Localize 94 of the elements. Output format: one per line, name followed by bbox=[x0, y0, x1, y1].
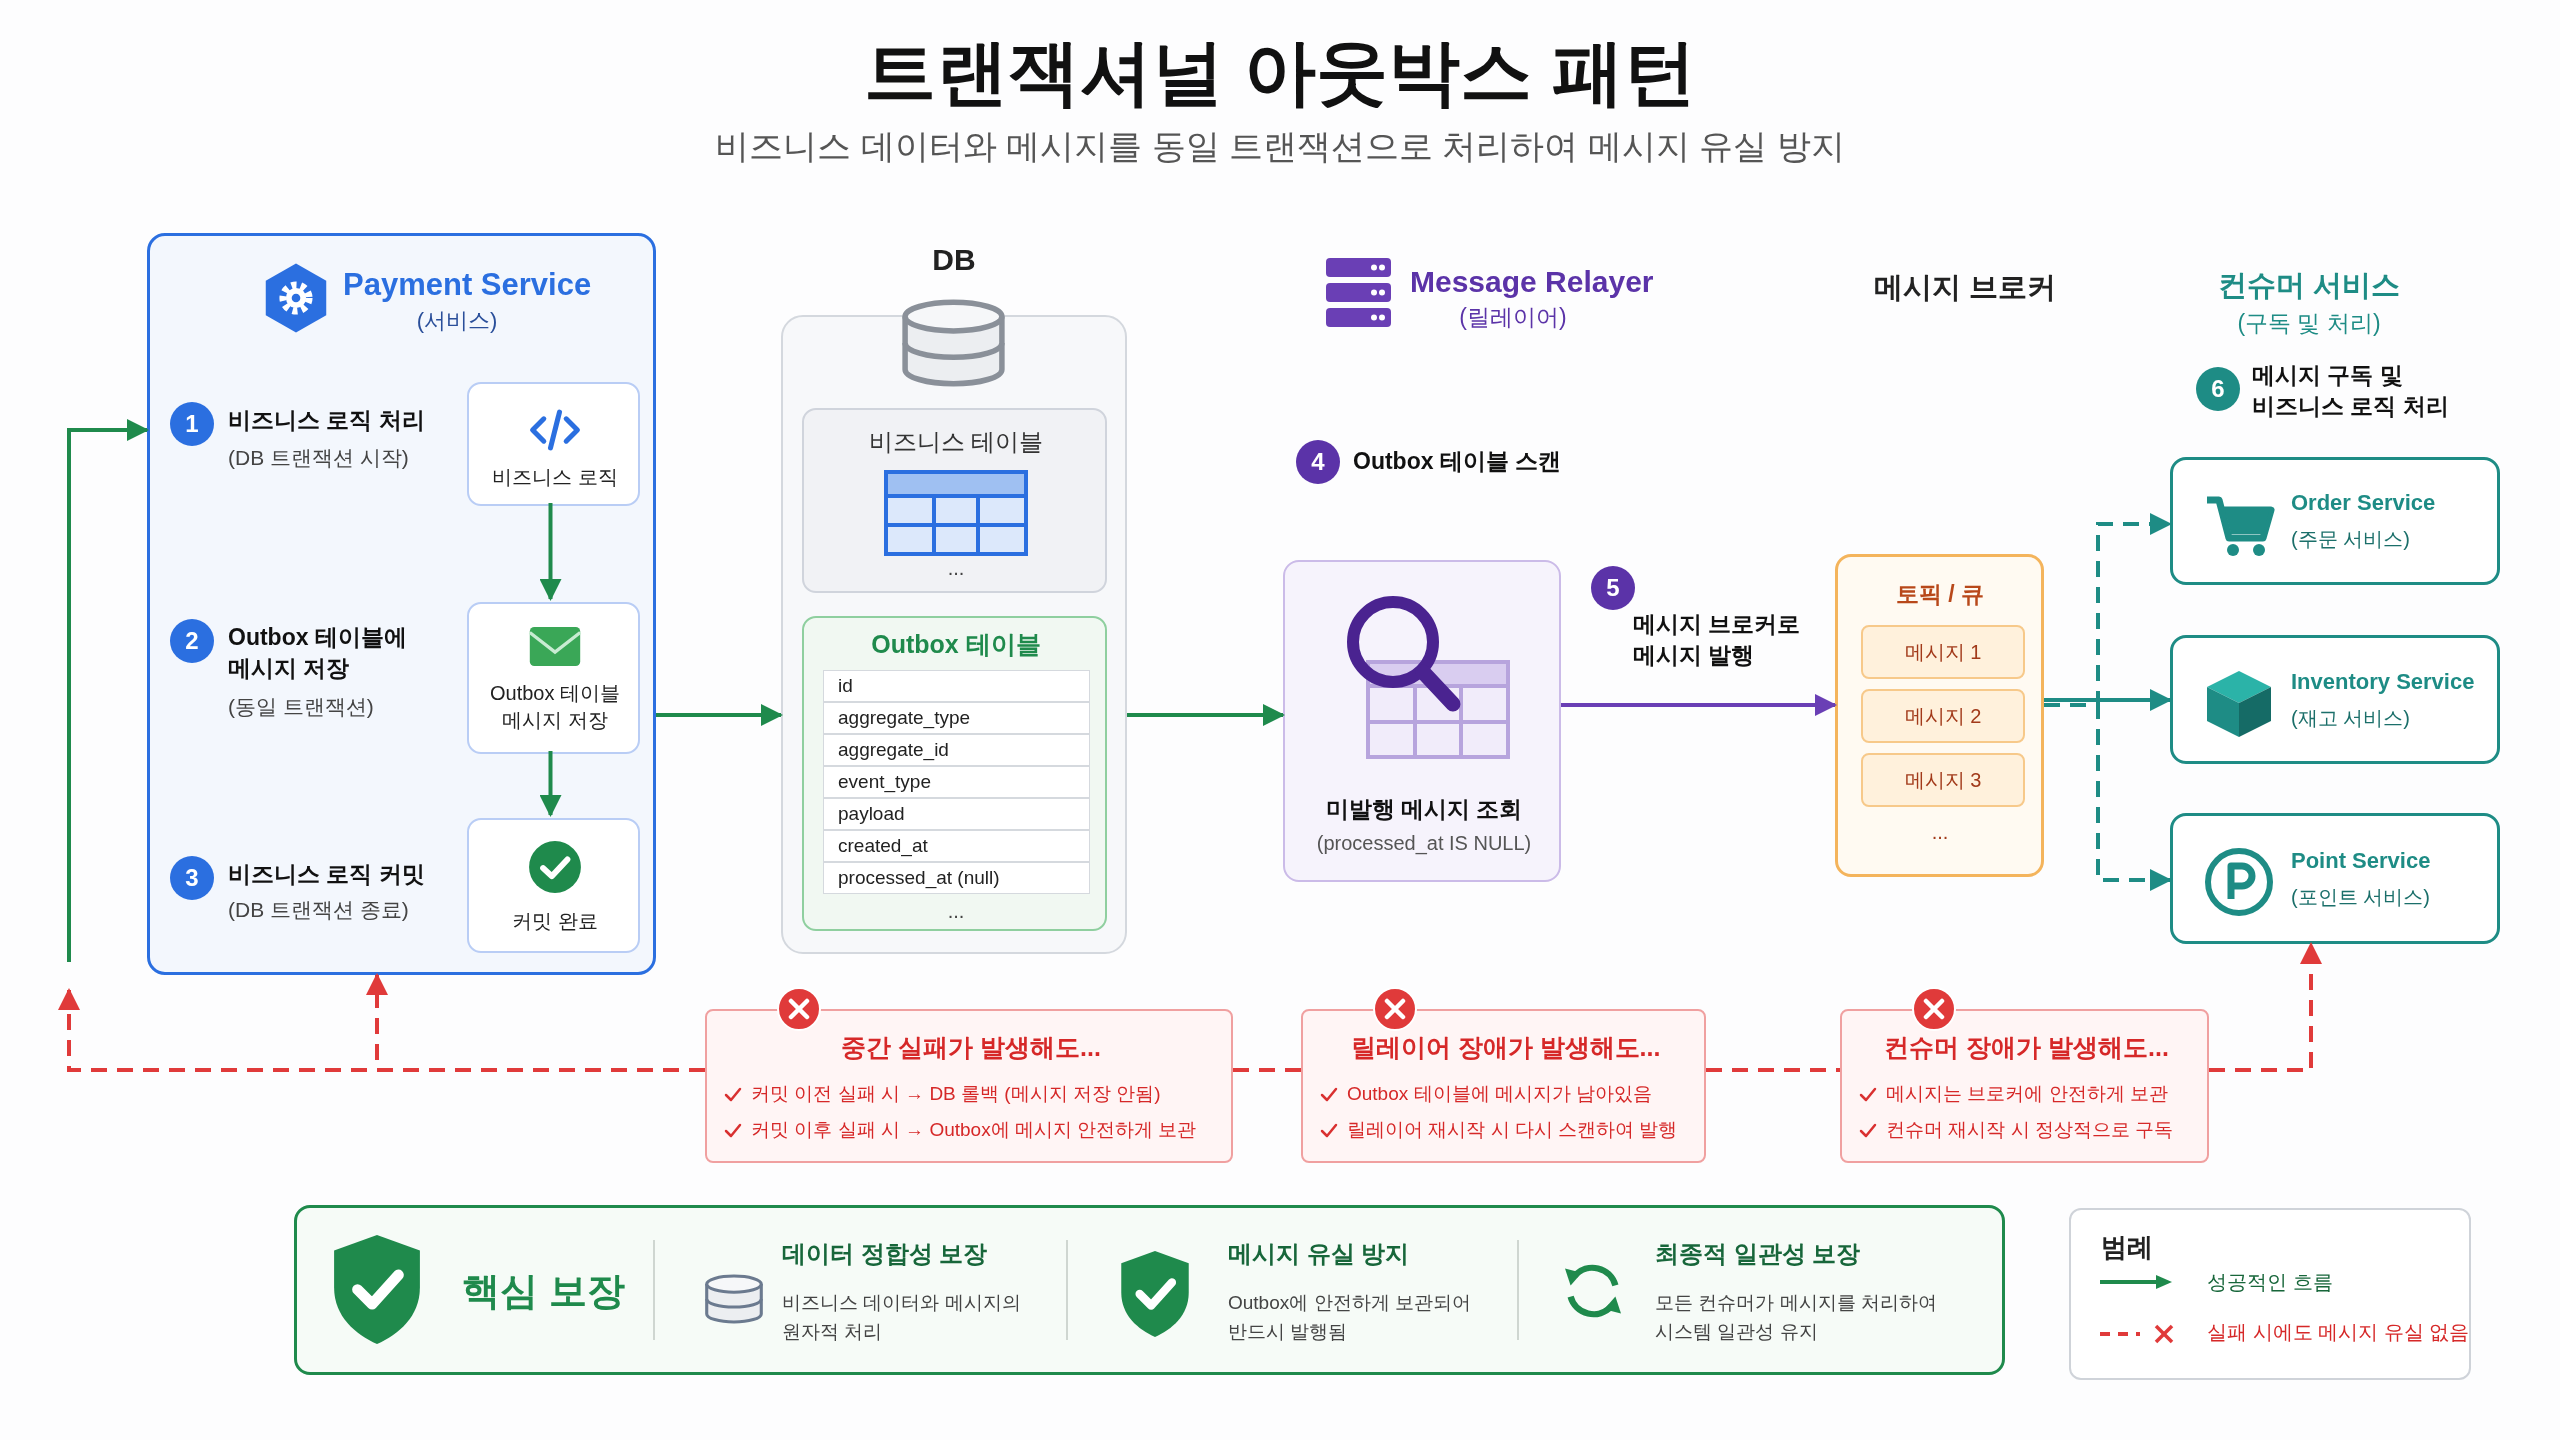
queue-box bbox=[1835, 554, 2044, 877]
arrow bbox=[539, 751, 562, 817]
step-number: 1 bbox=[170, 402, 214, 446]
service-name: Point Service bbox=[2291, 846, 2431, 875]
step-number: 2 bbox=[170, 619, 214, 663]
legend-title: 범례 bbox=[2101, 1231, 2153, 1264]
table-row: event_type bbox=[823, 766, 1090, 798]
ellipsis: ... bbox=[1931, 820, 1949, 845]
step-box bbox=[467, 818, 640, 953]
step-label: 비즈니스 로직 처리 bbox=[228, 406, 425, 435]
service-box bbox=[2170, 635, 2500, 764]
failure-point: 컨슈머 재시작 시 정상적으로 구독 bbox=[1886, 1118, 2174, 1142]
failure-point: 커밋 이후 실패 시 → Outbox에 메시지 안전하게 보관 bbox=[751, 1118, 1197, 1142]
panel-subtitle: (서비스) bbox=[416, 307, 498, 335]
box-note: (processed_at IS NULL) bbox=[1316, 831, 1532, 857]
table-row: aggregate_type bbox=[823, 702, 1090, 734]
column-title: 메시지 브로커 bbox=[1873, 270, 2057, 305]
table-title: 비즈니스 테이블 bbox=[868, 427, 1044, 457]
table-row: payload bbox=[823, 798, 1090, 830]
arrow bbox=[67, 419, 149, 962]
dashed-line bbox=[1706, 1068, 1840, 1072]
table-row: id bbox=[823, 670, 1090, 702]
step-label: 메시지 구독 및 비즈니스 로직 처리 bbox=[2252, 361, 2450, 422]
summary-heading: 최종적 일관성 보장 bbox=[1655, 1239, 1861, 1269]
summary-text: 모든 컨슈머가 메시지를 처리하여 시스템 일관성 유지 bbox=[1655, 1291, 1938, 1345]
summary-text: 비즈니스 데이터와 메시지의 원자적 처리 bbox=[782, 1291, 1022, 1345]
arrow bbox=[656, 704, 783, 726]
message-box: 메시지 1 bbox=[1861, 625, 2025, 679]
failure-title: 컨슈머 장애가 발생해도... bbox=[1884, 1032, 2169, 1063]
database-label: DB bbox=[932, 242, 976, 278]
service-name: Order Service bbox=[2291, 489, 2436, 517]
summary-heading: 데이터 정합성 보장 bbox=[782, 1239, 988, 1269]
summary-panel bbox=[294, 1205, 2005, 1375]
dashed-arrow bbox=[2209, 942, 2322, 1072]
summary-text: Outbox에 안전하게 보관되어 반드시 발행됨 bbox=[1228, 1291, 1472, 1345]
failure-point: 메시지는 브로커에 안전하게 보관 bbox=[1886, 1082, 2168, 1106]
step-note: (동일 트랜잭션) bbox=[228, 694, 374, 720]
box-label: 커밋 완료 bbox=[511, 909, 599, 934]
service-box bbox=[2170, 813, 2500, 944]
dashed-arrow bbox=[366, 973, 705, 1072]
step-note: (DB 트랜잭션 시작) bbox=[228, 445, 409, 471]
table-box bbox=[802, 616, 1107, 931]
step-number: 4 bbox=[1296, 440, 1340, 484]
service-note: (재고 서비스) bbox=[2291, 705, 2410, 731]
service-box bbox=[2170, 457, 2500, 585]
step-number: 5 bbox=[1591, 566, 1635, 610]
table-row: created_at bbox=[823, 830, 1090, 862]
box-label: Outbox 테이블 메시지 저장 bbox=[488, 681, 621, 733]
step-box bbox=[467, 602, 640, 754]
legend-label: 실패 시에도 메시지 유실 없음 bbox=[2207, 1320, 2470, 1345]
step-note: (DB 트랜잭션 종료) bbox=[228, 897, 409, 923]
process-box bbox=[1283, 560, 1561, 882]
ellipsis: ... bbox=[947, 556, 965, 581]
arrow bbox=[539, 503, 562, 601]
step-box bbox=[467, 382, 640, 506]
table-row: processed_at (null) bbox=[823, 862, 1090, 894]
title: 트랜잭셔널 아웃박스 패턴 bbox=[864, 31, 1696, 114]
arrow bbox=[1127, 704, 1285, 726]
arrow bbox=[1561, 694, 1837, 716]
queue-title: 토픽 / 큐 bbox=[1895, 580, 1985, 609]
service-note: (포인트 서비스) bbox=[2291, 884, 2430, 910]
arrow bbox=[2044, 689, 2172, 711]
step-number: 3 bbox=[170, 856, 214, 900]
failure-point: 릴레이어 재시작 시 다시 스캔하여 발행 bbox=[1347, 1118, 1678, 1142]
column-title: Message Relayer bbox=[1410, 264, 1654, 300]
box-label: 미발행 메시지 조회 bbox=[1325, 795, 1523, 824]
subtitle: 비즈니스 데이터와 메시지를 동일 트랜잭션으로 처리하여 메시지 유실 방지 bbox=[715, 126, 1845, 167]
service-note: (주문 서비스) bbox=[2291, 527, 2410, 552]
failure-point: Outbox 테이블에 메시지가 남아있음 bbox=[1347, 1082, 1653, 1106]
step-label: 비즈니스 로직 커밋 bbox=[228, 860, 425, 889]
failure-title: 릴레이어 장애가 발생해도... bbox=[1350, 1032, 1661, 1063]
column-title: 컨슈머 서비스 bbox=[2217, 268, 2401, 303]
column-subtitle: (릴레이어) bbox=[1459, 303, 1567, 332]
step-label: 메시지 브로커로 메시지 발행 bbox=[1633, 610, 1802, 671]
step-label: Outbox 테이블 스캔 bbox=[1353, 447, 1562, 476]
service-panel bbox=[147, 233, 656, 975]
table-row: aggregate_id bbox=[823, 734, 1090, 766]
message-box: 메시지 2 bbox=[1861, 689, 2025, 743]
legend-label: 성공적인 흐름 bbox=[2207, 1270, 2333, 1295]
service-name: Inventory Service bbox=[2291, 667, 2475, 696]
message-box: 메시지 3 bbox=[1861, 753, 2025, 807]
failure-title: 중간 실패가 발생해도... bbox=[841, 1032, 1101, 1063]
box-label: 비즈니스 로직 bbox=[491, 465, 619, 490]
step-label: Outbox 테이블에 메시지 저장 bbox=[228, 623, 408, 684]
step-number: 6 bbox=[2196, 367, 2240, 411]
summary-heading: 메시지 유실 방지 bbox=[1228, 1239, 1410, 1269]
column-subtitle: (구독 및 처리) bbox=[2237, 309, 2381, 338]
dashed-line bbox=[1233, 1068, 1301, 1072]
panel-title: Payment Service bbox=[343, 266, 592, 304]
table-box bbox=[802, 408, 1107, 593]
summary-title: 핵심 보장 bbox=[462, 1269, 625, 1314]
failure-point: 커밋 이전 실패 시 → DB 롤백 (메시지 저장 안됨) bbox=[751, 1082, 1161, 1106]
ellipsis: ... bbox=[947, 899, 965, 924]
table-title: Outbox 테이블 bbox=[871, 629, 1041, 660]
